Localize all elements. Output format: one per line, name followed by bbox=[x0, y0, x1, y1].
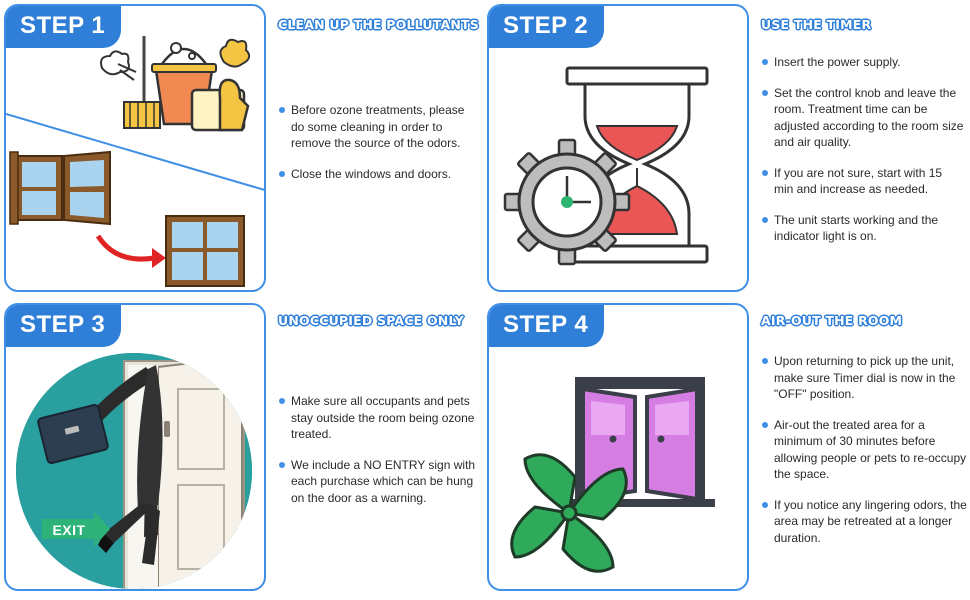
bullet-icon bbox=[279, 461, 285, 468]
step-4-title: AIR-OUT THE ROOM bbox=[761, 313, 903, 328]
step-3-card: STEP 3 bbox=[4, 303, 266, 591]
list-item: We include a NO ENTRY sign with each pur… bbox=[279, 457, 483, 507]
bullet-icon bbox=[762, 216, 768, 223]
bullet-icon bbox=[279, 398, 285, 404]
step-4-bullets: Upon returning to pick up the unit, make… bbox=[762, 353, 968, 560]
cleaning-illustration bbox=[6, 36, 264, 287]
list-item: The unit starts working and the indicato… bbox=[762, 212, 964, 245]
step-1-title: CLEAN UP THE POLLUTANTS bbox=[278, 17, 479, 32]
bullet-icon bbox=[762, 501, 768, 508]
step-1-label: STEP 1 bbox=[6, 6, 122, 48]
open-window-fan-illustration bbox=[510, 377, 715, 573]
list-item: Close the windows and doors. bbox=[279, 166, 475, 183]
list-item: Upon returning to pick up the unit, make… bbox=[762, 353, 968, 403]
step-1-card: STEP 1 bbox=[4, 4, 266, 292]
list-item: Air-out the treated area for a minimum o… bbox=[762, 417, 968, 483]
step-3-label: STEP 3 bbox=[6, 305, 122, 347]
list-item: Insert the power supply. bbox=[762, 54, 964, 71]
step-4-card: STEP 4 bbox=[487, 303, 749, 591]
list-item: Before ozone treatments, please do some … bbox=[279, 102, 475, 152]
bullet-icon bbox=[762, 358, 768, 364]
bullet-icon bbox=[762, 169, 768, 176]
bullet-icon bbox=[762, 89, 768, 96]
step-3-bullets: Make sure all occupants and pets stay ou… bbox=[279, 393, 483, 520]
bullet-icon bbox=[762, 421, 768, 428]
bullet-icon bbox=[762, 59, 768, 65]
bullet-icon bbox=[279, 107, 285, 113]
hourglass-timer-illustration bbox=[503, 66, 709, 266]
list-item: If you are not sure, start with 15 min a… bbox=[762, 165, 964, 198]
step-2-bullets: Insert the power supply. Set the control… bbox=[762, 54, 964, 259]
list-item: Set the control knob and leave the room.… bbox=[762, 85, 964, 151]
list-item: Make sure all occupants and pets stay ou… bbox=[279, 393, 483, 443]
step-2-title: USE THE TIMER bbox=[761, 17, 872, 32]
person-leaving-room-illustration bbox=[16, 353, 252, 589]
step-2-card: STEP 2 bbox=[487, 4, 749, 292]
step-1-bullets: Before ozone treatments, please do some … bbox=[279, 102, 475, 196]
step-3-title: UNOCCUPIED SPACE ONLY bbox=[278, 313, 464, 328]
bullet-icon bbox=[279, 170, 285, 177]
list-item: If you notice any lingering odors, the a… bbox=[762, 497, 968, 547]
step-4-label: STEP 4 bbox=[489, 305, 605, 347]
exit-sign: EXIT bbox=[52, 522, 86, 538]
step-2-label: STEP 2 bbox=[489, 6, 605, 48]
